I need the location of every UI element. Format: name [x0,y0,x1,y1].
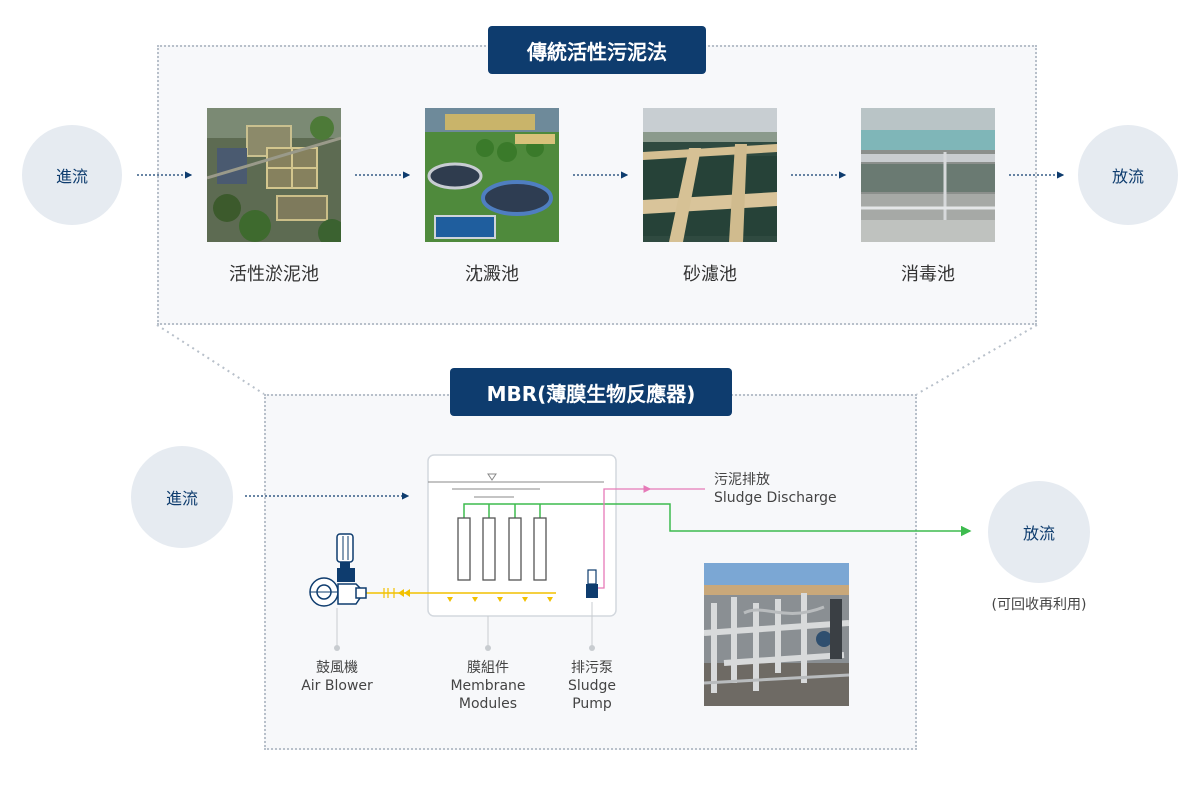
mbr-tank [427,454,617,617]
sludge-discharge-line [598,485,652,589]
stage-label-sand-filter: 砂濾池 [683,264,737,285]
conventional-process-title: 傳統活性污泥法 [488,26,706,74]
mbr-plant-photo [704,563,849,706]
conventional-outflow-circle: 放流 [1078,125,1178,225]
sludge-pump-icon [586,569,598,598]
mbr-process-title: MBR(薄膜生物反應器) [450,368,732,416]
membrane-modules-label: 膜組件 Membrane Modules [438,659,538,713]
effluent-line [463,503,972,537]
air-blower-label: 鼓風機 Air Blower [287,659,387,695]
membrane-modules-icon [457,517,547,581]
sludge-discharge-zh: 污泥排放 [714,472,770,488]
air-blower-label-zh: 鼓風機 [316,660,358,676]
stage-label-sedimentation: 沈澱池 [465,264,519,285]
sludge-pump-label-en1: Sludge [567,678,617,694]
disinfection-tank-photo [861,108,995,242]
air-blower-label-en: Air Blower [301,678,373,694]
sand-filter-photo [643,108,777,242]
sludge-discharge-label: 污泥排放 Sludge Discharge [714,471,837,507]
water-level-icon [487,473,497,481]
outflow-reuse-note: (可回收再利用) [991,597,1087,613]
conventional-inflow-circle: 進流 [22,125,122,225]
mbr-outflow-circle: 放流 [988,481,1090,583]
membrane-label-en2: Modules [458,696,518,712]
sludge-pump-label: 排污泵 Sludge Pump [552,659,632,713]
aerial-treatment-plant-photo [207,108,341,242]
mbr-inflow-circle: 進流 [131,446,233,548]
sludge-pump-label-zh: 排污泵 [571,660,613,676]
clarifier-photo [425,108,559,242]
sludge-pump-label-en2: Pump [572,696,612,712]
air-blower-icon [309,533,367,607]
stage-label-activated-sludge: 活性淤泥池 [229,264,319,285]
membrane-label-zh: 膜組件 [467,660,509,676]
sludge-discharge-en: Sludge Discharge [714,490,837,506]
membrane-label-en1: Membrane [450,678,526,694]
stage-label-disinfection: 消毒池 [901,264,955,285]
